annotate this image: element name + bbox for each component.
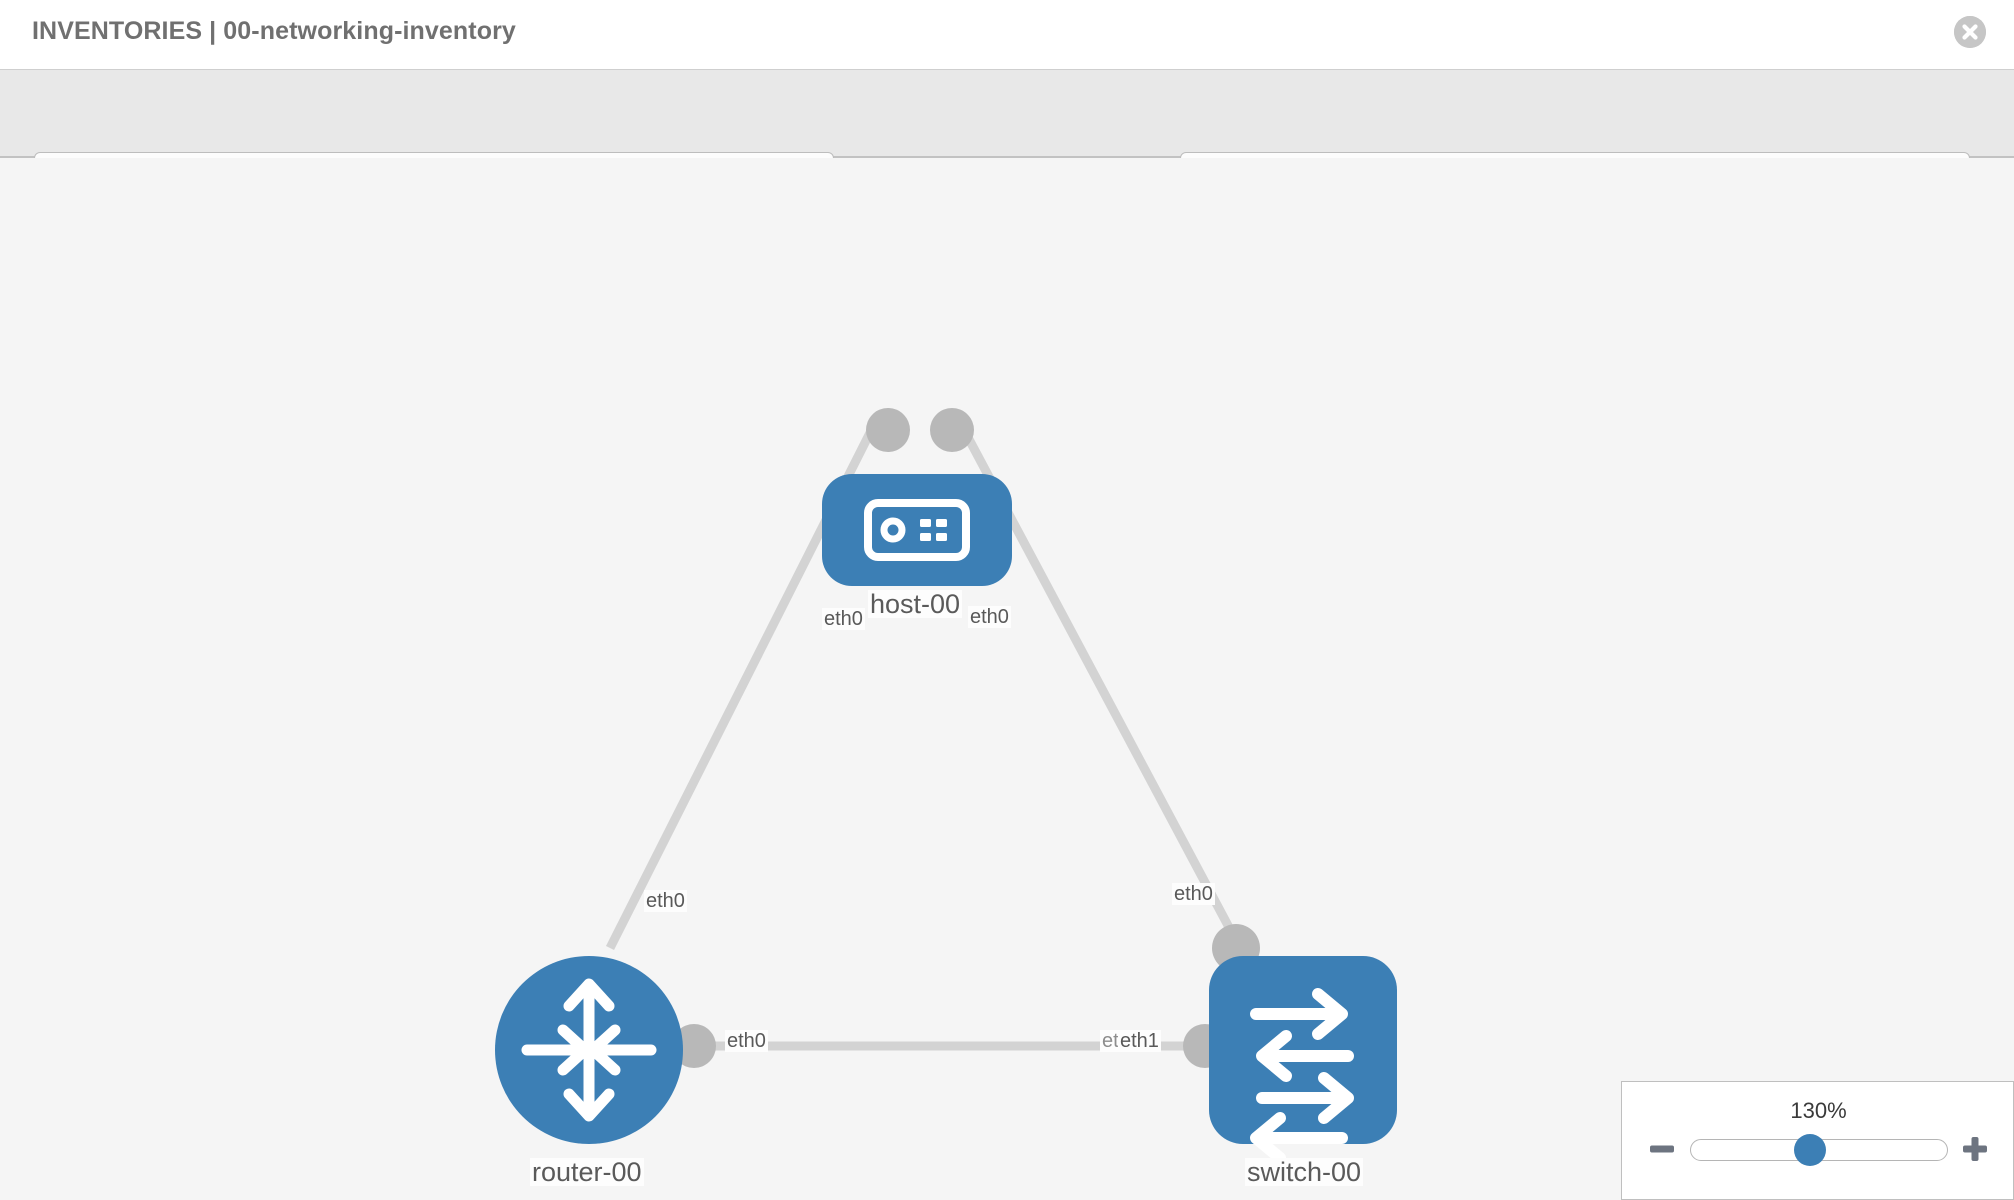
- switch-arrows-icon: [1250, 988, 1354, 1164]
- zoom-level-value: 130%: [1790, 1098, 1847, 1123]
- node-label-host-00: host-00: [868, 589, 963, 619]
- zoom-slider-thumb[interactable]: [1794, 1134, 1826, 1166]
- node-host-00: [822, 474, 1012, 586]
- edge-label-switch-eth0-uplink: eth0: [1172, 883, 1215, 905]
- topology-graph: [495, 408, 1397, 1164]
- edge-label-switch-eth1: eth1: [1118, 1030, 1161, 1052]
- node-switch-00: [1209, 956, 1397, 1164]
- connector-layer: [672, 408, 1260, 1068]
- router-arrows-icon: [521, 978, 657, 1122]
- edge-label-host-eth0-left: eth0: [822, 608, 865, 630]
- node-label-router-00: router-00: [530, 1157, 644, 1187]
- edge-label-router-eth0-lan: eth0: [725, 1030, 768, 1052]
- connector-host-left: [866, 408, 910, 452]
- zoom-control-panel: 130%: [1621, 1081, 2014, 1200]
- edge-label-host-eth0-right: eth0: [968, 606, 1011, 628]
- toolbar: ACTIONS SEARCH: [0, 70, 2014, 204]
- close-icon[interactable]: [1954, 16, 1986, 48]
- connector-router-right: [672, 1024, 716, 1068]
- connector-host-right: [930, 408, 974, 452]
- edge-label-router-eth0-uplink: eth0: [644, 890, 687, 912]
- server-icon: [864, 499, 970, 561]
- page-header: INVENTORIES | 00-networking-inventory: [0, 0, 2014, 70]
- page-title: INVENTORIES | 00-networking-inventory: [32, 17, 516, 45]
- minus-icon[interactable]: [1648, 1135, 1676, 1163]
- node-router-00: [495, 956, 683, 1144]
- node-label-switch-00: switch-00: [1245, 1157, 1364, 1187]
- plus-icon[interactable]: [1961, 1135, 1989, 1163]
- topology-canvas[interactable]: host-00 router-00 switch-00 eth0 eth0 et…: [0, 158, 2014, 1200]
